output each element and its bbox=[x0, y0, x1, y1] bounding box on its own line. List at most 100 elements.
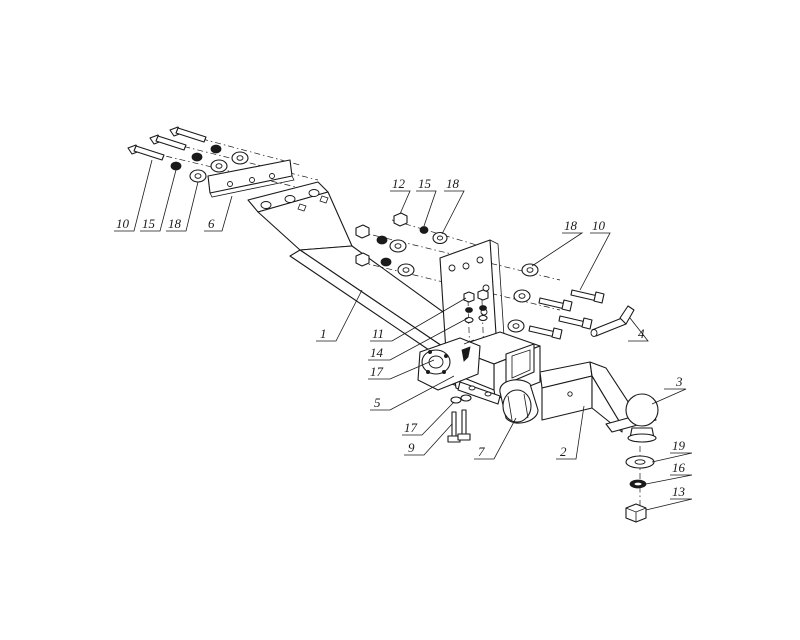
leader-c9 bbox=[404, 423, 453, 456]
callout-part-9: 9 bbox=[408, 440, 415, 455]
callout-part-16: 16 bbox=[672, 460, 686, 475]
washer-part-14 bbox=[465, 307, 473, 313]
left-bolt-group bbox=[127, 126, 331, 196]
callout-part-19: 19 bbox=[672, 438, 686, 453]
axis-line bbox=[359, 261, 561, 311]
right-bolt-group bbox=[507, 263, 605, 340]
leader-c19 bbox=[651, 452, 693, 463]
callout-part-5: 5 bbox=[374, 395, 381, 410]
socket-plate-part-5 bbox=[417, 337, 481, 391]
nut-part-12 bbox=[355, 252, 370, 267]
spring-washer-part-15 bbox=[191, 152, 203, 162]
washer-part-19 bbox=[625, 455, 655, 469]
bolt-part-10 bbox=[528, 325, 563, 340]
callout-part-3: 3 bbox=[675, 374, 683, 389]
brand-logo-icon bbox=[461, 346, 471, 362]
callout-part-4: 4 bbox=[638, 326, 645, 341]
callout-part-18: 18 bbox=[564, 218, 578, 233]
callout-part-14: 14 bbox=[370, 345, 384, 360]
nut-part-13 bbox=[625, 503, 647, 523]
flat-washer-part-18 bbox=[389, 239, 407, 253]
callout-part-12: 12 bbox=[392, 176, 406, 191]
leader-c13 bbox=[645, 498, 693, 511]
bolt-part-10 bbox=[570, 289, 605, 304]
leader-c18b bbox=[441, 190, 465, 235]
leader-c15b bbox=[416, 190, 437, 227]
bolt-part-9 bbox=[457, 409, 471, 441]
lower-stack-group bbox=[625, 446, 655, 523]
axis-line bbox=[175, 131, 301, 166]
callout-part-13: 13 bbox=[672, 484, 686, 499]
leader-c3 bbox=[651, 388, 687, 405]
nut-part-11 bbox=[477, 289, 489, 301]
bolt-part-10 bbox=[149, 134, 187, 151]
leader-c18a bbox=[166, 181, 199, 232]
bolt-part-9 bbox=[447, 411, 461, 443]
leader-c10b bbox=[579, 232, 611, 291]
callout-part-11: 11 bbox=[372, 326, 384, 341]
callout-part-7: 7 bbox=[478, 444, 485, 459]
leader-c6 bbox=[204, 195, 233, 232]
leader-c18c bbox=[531, 232, 584, 267]
leader-c7 bbox=[474, 417, 517, 460]
leader-c16 bbox=[645, 474, 693, 485]
nut-part-11 bbox=[463, 291, 475, 303]
flat-washer-part-18 bbox=[231, 151, 249, 165]
flat-washer-part-18 bbox=[521, 263, 539, 277]
nut-part-12 bbox=[393, 212, 408, 227]
callout-part-17: 17 bbox=[404, 420, 418, 435]
flat-washer-part-18 bbox=[513, 289, 531, 303]
washer-part-14 bbox=[478, 314, 488, 322]
leader-c1 bbox=[316, 289, 363, 342]
leader-c4 bbox=[628, 317, 649, 342]
spring-washer-part-15 bbox=[210, 144, 222, 154]
callout-part-1: 1 bbox=[320, 326, 327, 341]
flat-washer-part-18 bbox=[432, 231, 448, 245]
spring-washer-part-15 bbox=[376, 235, 388, 245]
callout-labels: 10 15 18 6 12 15 18 18 10 1 11 14 17 4 3… bbox=[116, 176, 686, 499]
spring-washer-part-15 bbox=[380, 257, 392, 267]
callout-part-17: 17 bbox=[370, 364, 384, 379]
leader-c12 bbox=[390, 190, 411, 215]
leader-c17b bbox=[402, 401, 455, 436]
leader-c2 bbox=[556, 405, 585, 460]
bolt-part-10 bbox=[558, 315, 593, 330]
callout-part-10: 10 bbox=[116, 216, 130, 231]
leader-c10a bbox=[114, 159, 153, 232]
leader-c11 bbox=[370, 297, 467, 342]
leader-c14 bbox=[368, 317, 469, 361]
side-arm-part-1 bbox=[247, 181, 469, 353]
flat-washer-part-18 bbox=[210, 159, 228, 173]
callout-part-6: 6 bbox=[208, 216, 215, 231]
callout-part-18: 18 bbox=[168, 216, 182, 231]
flat-washer-part-18 bbox=[507, 319, 525, 333]
callout-part-2: 2 bbox=[560, 444, 567, 459]
leader-c15a bbox=[140, 169, 177, 232]
mounting-plate-part-6 bbox=[207, 159, 295, 198]
spring-washer-part-15 bbox=[170, 161, 182, 171]
bolt-part-10 bbox=[538, 297, 573, 312]
callout-part-18: 18 bbox=[446, 176, 460, 191]
washer-part-14 bbox=[479, 305, 487, 311]
bolt-part-10 bbox=[169, 126, 207, 143]
socket-cover-part-7 bbox=[499, 379, 539, 424]
callout-part-15: 15 bbox=[142, 216, 156, 231]
spring-washer-part-16 bbox=[629, 479, 647, 489]
leader-c5 bbox=[370, 375, 455, 411]
flat-washer-part-18 bbox=[189, 169, 207, 183]
washer-part-17 bbox=[450, 396, 462, 404]
washer-part-14 bbox=[464, 316, 474, 324]
washer-part-17 bbox=[460, 394, 472, 402]
flat-washer-part-18 bbox=[397, 263, 415, 277]
leader-c17a bbox=[368, 359, 435, 380]
spring-washer-part-15 bbox=[419, 226, 429, 234]
nut-part-12 bbox=[355, 224, 370, 239]
tow-ball-part-3 bbox=[625, 393, 659, 443]
pin-part-4 bbox=[590, 305, 635, 337]
bottom-bolt-group bbox=[447, 394, 472, 443]
callout-part-15: 15 bbox=[418, 176, 432, 191]
callout-part-10: 10 bbox=[592, 218, 606, 233]
bolt-part-10 bbox=[127, 144, 165, 161]
